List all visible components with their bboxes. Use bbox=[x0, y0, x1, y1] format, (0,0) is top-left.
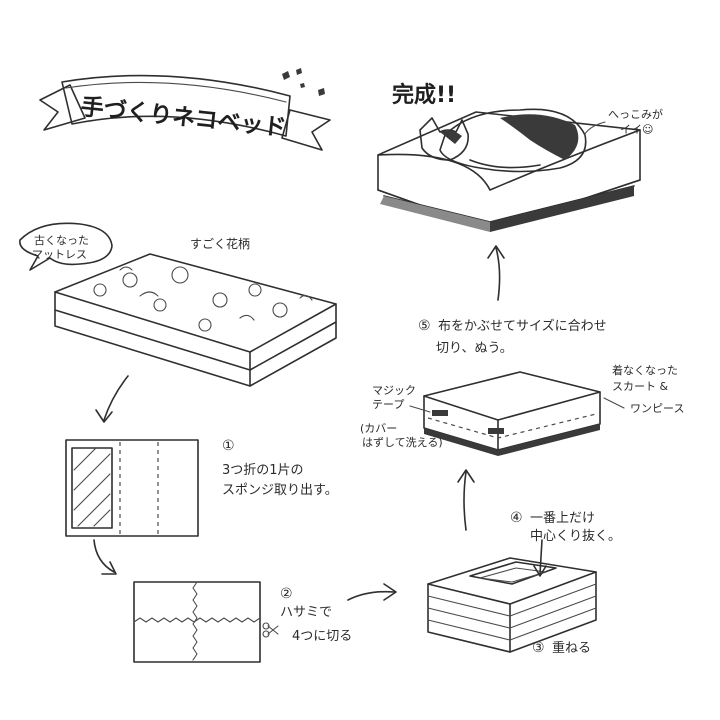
cat-head bbox=[419, 117, 469, 161]
step1-removed-piece bbox=[71, 447, 113, 529]
mattress-speech-bubble bbox=[19, 222, 113, 271]
finished-note-line2: イイ☺ bbox=[620, 123, 653, 136]
tape-pointer bbox=[409, 405, 431, 413]
step1-number: ① bbox=[222, 438, 235, 454]
stack-top bbox=[427, 557, 597, 605]
step3-number: ③ bbox=[532, 640, 545, 656]
fabric-label-line3: ワンピース bbox=[630, 402, 684, 415]
cat-dark-patch bbox=[500, 114, 579, 160]
finished-bed: 完成!! へっこみが イイ☺ bbox=[377, 82, 663, 232]
step1-text-line2: スポンジ取り出す。 bbox=[222, 483, 338, 498]
mattress-top bbox=[54, 253, 337, 353]
step2-text-line1: ハサミで bbox=[280, 605, 332, 620]
step1-sheet bbox=[65, 439, 199, 537]
velcro-patch-left bbox=[432, 410, 448, 416]
step1-diagram: ① 3つ折の1片の スポンジ取り出す。 bbox=[65, 438, 338, 537]
cushion-top bbox=[423, 371, 601, 421]
step2-text-line2: 4つに切る bbox=[292, 629, 352, 644]
mattress-layer1 bbox=[54, 291, 337, 371]
banner-right-tail bbox=[281, 109, 331, 151]
old-mattress: 古くなった マットレス すごく花柄 bbox=[19, 222, 337, 387]
step3-stack: ③ 重ねる ④ 一番上だけ 中心くり抜く。 bbox=[427, 510, 621, 656]
fabric-label-line2: スカート & bbox=[612, 380, 668, 393]
scissors-icon bbox=[262, 622, 279, 638]
step2-diagram: ② ハサミで 4つに切る bbox=[133, 581, 352, 663]
step5-number: ⑤ bbox=[418, 318, 431, 334]
removable-note-line1: (カバー bbox=[360, 422, 397, 435]
removable-note-line2: はずして洗える) bbox=[362, 436, 443, 449]
sparkle-marks bbox=[282, 68, 325, 96]
step4-text-line2: 中心くり抜く。 bbox=[530, 528, 621, 544]
step5-cushion: ⑤ 布をかぶせてサイズに合わせ 切り、ぬう。 マジック テープ (カバー はずし… bbox=[360, 318, 684, 456]
mattress-bubble-line1: 古くなった bbox=[34, 234, 89, 247]
flower-pattern bbox=[93, 266, 313, 332]
stack-layers bbox=[427, 583, 597, 641]
cushion-base-band bbox=[424, 424, 600, 456]
step1-text-line1: 3つ折の1片の bbox=[222, 463, 304, 478]
finished-label: 完成!! bbox=[392, 82, 456, 108]
step4-number: ④ bbox=[510, 510, 523, 526]
arrow-step5-to-finished bbox=[487, 245, 505, 301]
arrow-step3-to-step5 bbox=[457, 469, 475, 531]
cat-tail bbox=[469, 159, 541, 169]
page-title: 手づくりネコベッド bbox=[79, 94, 287, 141]
tape-label-line2: テープ bbox=[372, 398, 404, 411]
tape-label-line1: マジック bbox=[372, 384, 416, 397]
finished-note-pointer bbox=[584, 121, 606, 135]
stack-hollow bbox=[469, 561, 557, 585]
step4-text-line1: 一番上だけ bbox=[530, 511, 595, 526]
title-banner: 手づくりネコベッド bbox=[39, 68, 331, 151]
step2-cut-vertical bbox=[192, 581, 198, 661]
step4-pointer bbox=[539, 539, 543, 575]
step2-number: ② bbox=[280, 586, 293, 602]
arrow-mattress-to-step1 bbox=[95, 375, 129, 423]
banner-body bbox=[61, 74, 291, 137]
arrow-step2-to-step3 bbox=[347, 583, 397, 601]
velcro-patch-right bbox=[488, 428, 504, 434]
finished-note-line1: へっこみが bbox=[608, 107, 663, 121]
step5-text-line1: 布をかぶせてサイズに合わせ bbox=[438, 318, 607, 334]
fabric-pointer bbox=[603, 397, 625, 409]
banner-inner-line bbox=[65, 81, 287, 103]
mattress-layer2 bbox=[54, 309, 337, 387]
cushion-stitching bbox=[427, 413, 597, 439]
step2-cut-horizontal bbox=[133, 617, 261, 623]
banner-left-tail bbox=[39, 84, 86, 131]
cat-face-patch bbox=[440, 130, 462, 144]
cat-body bbox=[439, 108, 587, 173]
arrow-step1-to-step2 bbox=[93, 539, 117, 575]
mattress-pattern-label: すごく花柄 bbox=[190, 236, 250, 251]
bed-base-shade bbox=[380, 196, 490, 232]
step1-hatching bbox=[73, 447, 111, 527]
fabric-label-line1: 着なくなった bbox=[612, 363, 678, 377]
mattress-bubble-line2: マットレス bbox=[32, 248, 87, 261]
step3-text: 重ねる bbox=[552, 640, 591, 656]
bed-base-band bbox=[490, 186, 634, 232]
step5-text-line2: 切り、ぬう。 bbox=[436, 341, 513, 356]
bed-top-ridge bbox=[377, 129, 641, 191]
